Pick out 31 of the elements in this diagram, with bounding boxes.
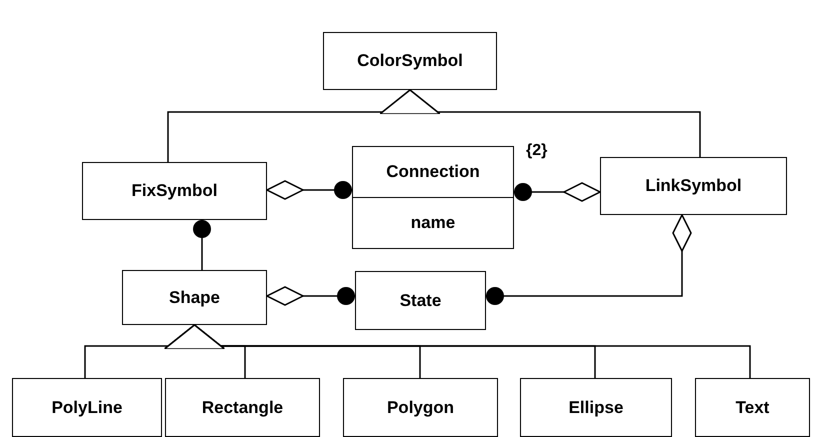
class-box bbox=[355, 271, 486, 330]
multiplicity-label: {2} bbox=[526, 142, 548, 160]
class-name: PolyLine bbox=[52, 398, 122, 418]
class-name: Ellipse bbox=[568, 398, 624, 418]
aggregation-line bbox=[266, 180, 352, 200]
class-name: Connection bbox=[386, 162, 480, 182]
class-name: ColorSymbol bbox=[357, 51, 463, 71]
class-box bbox=[695, 378, 810, 437]
class-name: Text bbox=[736, 398, 770, 418]
class-box bbox=[82, 162, 267, 220]
class-box bbox=[165, 378, 320, 437]
class-box bbox=[323, 32, 497, 90]
class-name: State bbox=[400, 290, 442, 310]
class-name: FixSymbol bbox=[132, 181, 218, 201]
aggregation-line bbox=[266, 286, 355, 306]
aggregation-line bbox=[514, 182, 601, 202]
class-name: Rectangle bbox=[202, 398, 284, 418]
class-name: Polygon bbox=[386, 398, 454, 418]
class-box bbox=[122, 270, 267, 325]
class-box bbox=[520, 378, 672, 437]
class-box bbox=[12, 378, 162, 437]
attribute-name: name bbox=[410, 213, 456, 233]
class-name: LinkSymbol bbox=[645, 176, 742, 196]
aggregation-line bbox=[193, 220, 211, 270]
class-name: Shape bbox=[168, 288, 220, 308]
class-box bbox=[343, 378, 498, 437]
aggregation-line bbox=[486, 214, 692, 305]
inheritance-arrow bbox=[379, 89, 701, 157]
class-box bbox=[352, 146, 514, 249]
class-box bbox=[600, 157, 787, 215]
inheritance-arrow bbox=[164, 324, 751, 378]
